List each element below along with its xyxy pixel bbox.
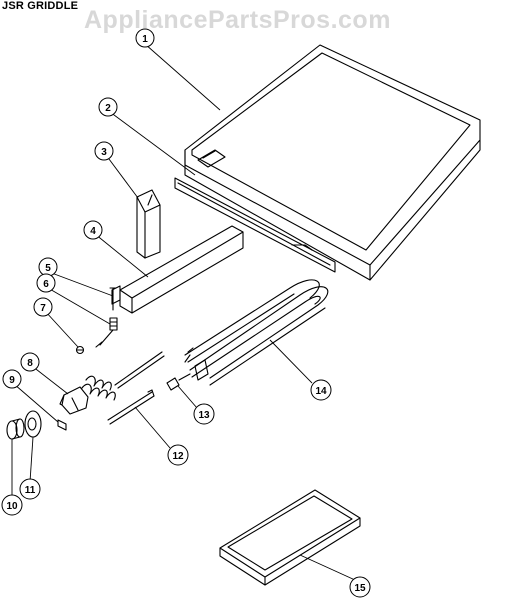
callout-4-label: 4 [90,226,96,237]
callout-11-label: 11 [25,485,36,496]
knob-bezel [24,410,42,438]
callout-13-label: 13 [198,410,210,421]
griddle-plate [184,44,481,281]
burner-bracket [111,225,244,314]
leader-4 [94,233,149,278]
callout-8: 8 [20,352,40,372]
pilot-rod [107,389,155,425]
callout-10-label: 10 [6,501,18,512]
callout-13: 13 [193,403,215,425]
callout-11: 11 [19,478,41,500]
callout-7-label: 7 [40,303,46,314]
callout-7: 7 [33,297,53,317]
leader-14 [269,339,313,384]
callout-12-label: 12 [172,451,184,462]
callout-10: 10 [1,494,23,516]
callout-12: 12 [167,444,189,466]
leader-1 [144,43,221,111]
leader-lines [11,43,356,581]
screw-7 [75,345,85,355]
leader-12 [134,406,171,449]
callout-15: 15 [349,576,371,598]
callout-3: 3 [94,141,114,161]
callout-4: 4 [83,220,103,240]
leader-6 [47,287,111,325]
callout-1-label: 1 [142,34,148,45]
callout-9: 9 [2,369,22,389]
grease-trough [174,177,336,273]
callout-14: 14 [310,379,332,401]
callout-14-label: 14 [315,386,327,397]
callout-2-label: 2 [105,103,111,114]
leader-9 [13,383,59,423]
spark-electrode [95,287,118,348]
callout-6: 6 [36,273,56,293]
orifice [57,419,67,431]
leader-8 [31,365,69,395]
leader-11 [29,436,34,483]
callout-1: 1 [135,28,155,48]
burner-tube [184,279,329,386]
leader-7 [44,310,79,348]
diagram-title: JSR GRIDDLE [2,0,79,12]
leader-5 [48,271,114,297]
callout-8-label: 8 [27,358,33,369]
drip-tray [219,489,361,586]
callout-3-label: 3 [101,147,107,158]
connector-fitting [166,373,191,391]
leader-15 [299,554,356,581]
control-knob [6,418,25,440]
spacer-block [136,189,161,259]
watermark: AppliancePartsPros.com [84,6,391,34]
gas-valve [59,351,165,415]
leader-3 [105,154,139,199]
callout-6-label: 6 [43,279,49,290]
callout-5: 5 [38,257,58,277]
callout-15-label: 15 [354,583,366,594]
callouts: 1 2 3 4 5 6 7 [1,28,371,598]
callout-5-label: 5 [45,263,51,274]
leader-13 [177,385,198,409]
callout-9-label: 9 [9,375,15,386]
leader-2 [109,111,196,176]
callout-2: 2 [98,97,118,117]
